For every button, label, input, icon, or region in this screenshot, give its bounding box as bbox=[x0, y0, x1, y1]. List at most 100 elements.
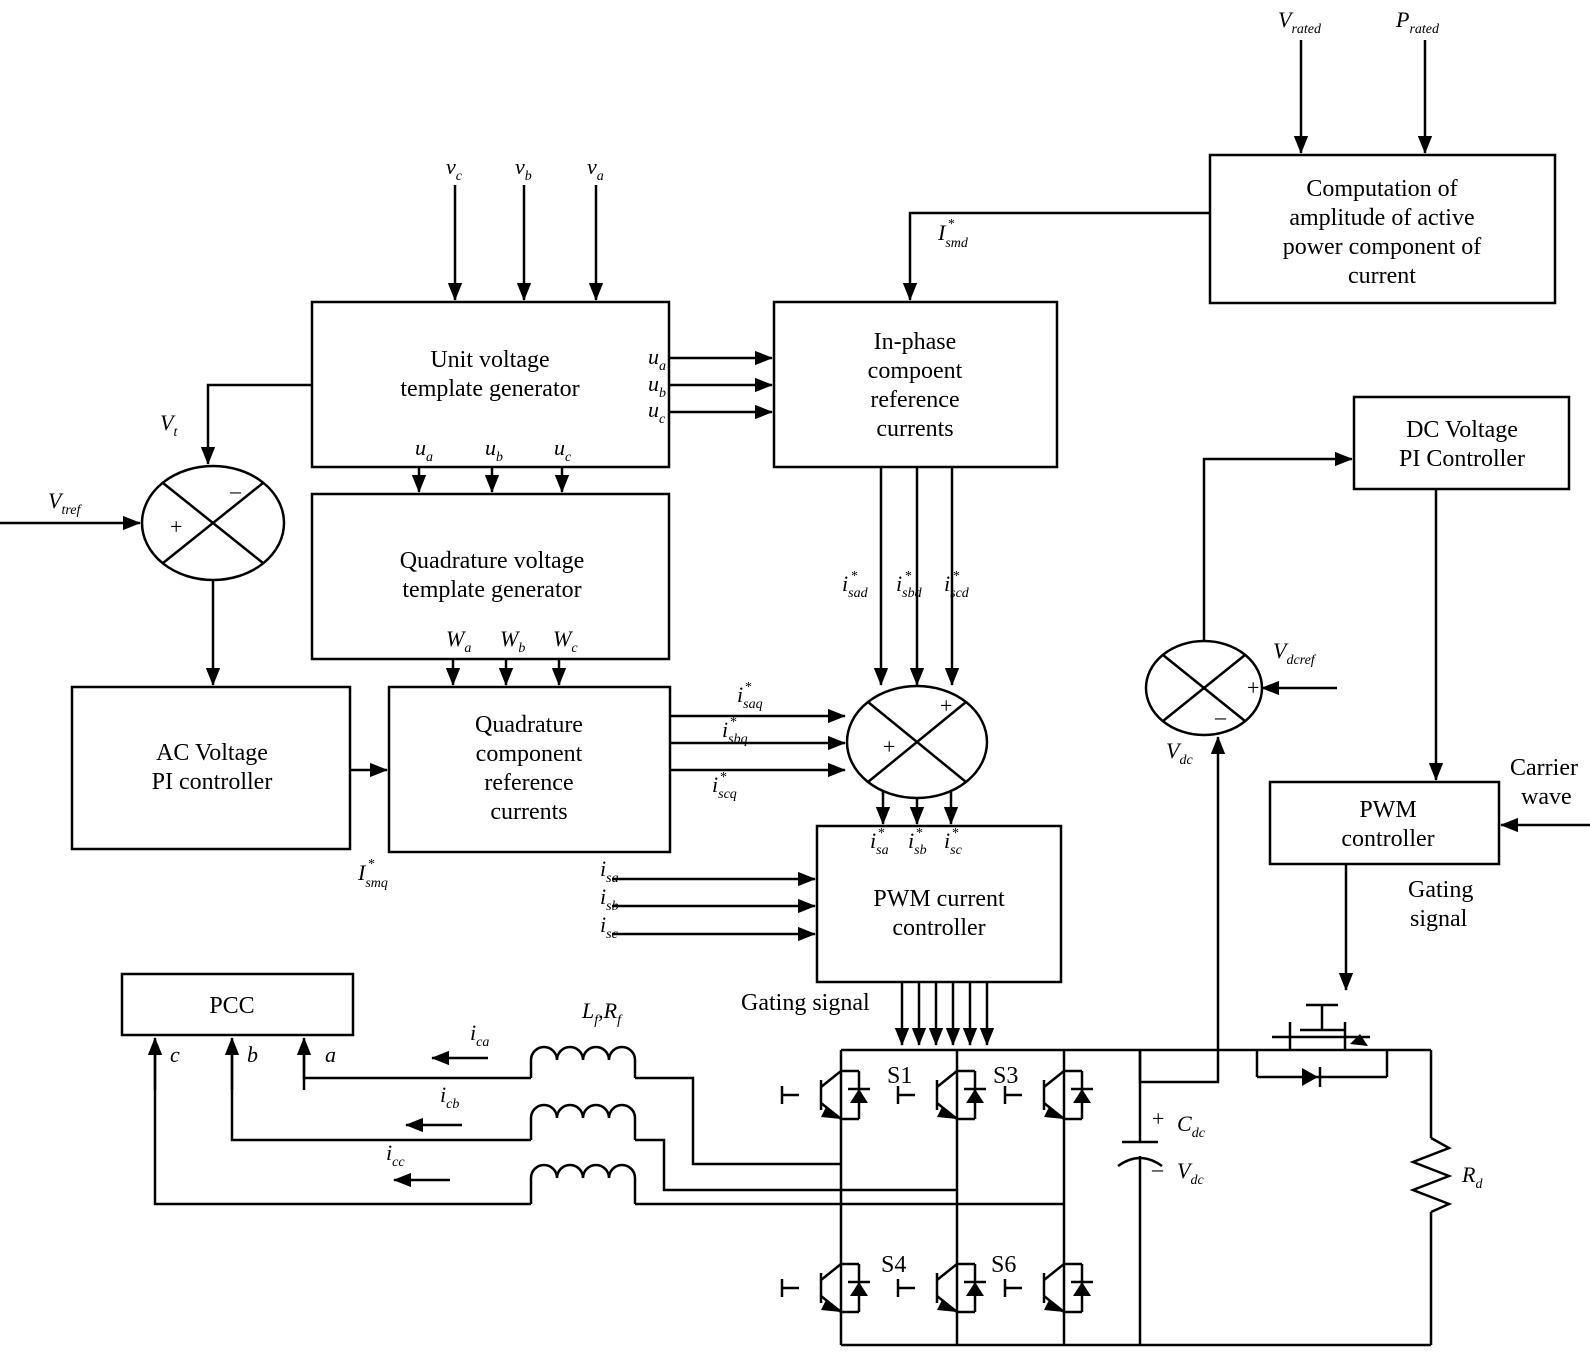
sum1-minus-sign: – bbox=[229, 478, 242, 503]
signal-label-i-smq: Ismq* bbox=[357, 857, 388, 891]
ac-filter-and-lines bbox=[147, 1037, 1064, 1206]
dc-voltage-pi-controller-block: DC Voltage PI Controller bbox=[1352, 395, 1571, 491]
signal-label-i-sc: isc bbox=[600, 912, 619, 942]
svg-text:vb: vb bbox=[515, 154, 532, 184]
quadrature-component-reference-currents-block: Quadrature component reference currents bbox=[387, 685, 672, 854]
signal-label-i-sb: isb bbox=[600, 884, 619, 914]
igbt-switch-5 bbox=[896, 1262, 986, 1314]
switch-s1-label: S1 bbox=[887, 1063, 912, 1089]
svg-text:Ismq: Ismq bbox=[357, 860, 388, 891]
signal-label-v-c: vc bbox=[446, 154, 463, 184]
quadrature-voltage-line-1: Quadrature voltage bbox=[400, 548, 585, 574]
svg-text:ub: ub bbox=[485, 435, 503, 465]
svg-text:*: * bbox=[948, 217, 955, 232]
signal-label-i-cb: icb bbox=[440, 1082, 459, 1112]
svg-text:Prated: Prated bbox=[1395, 7, 1440, 37]
phase-c-label: c bbox=[170, 1042, 180, 1067]
computation-line-2: amplitude of active bbox=[1289, 205, 1474, 231]
switch-s4-label: S4 bbox=[881, 1252, 906, 1278]
signal-label-i-sbq: isbq* bbox=[722, 715, 748, 747]
svg-text:isad: isad bbox=[842, 571, 869, 601]
svg-text:ica: ica bbox=[470, 1020, 489, 1050]
signal-label-i-saq: isaq* bbox=[737, 680, 763, 712]
quadrature-component-line-3: reference bbox=[484, 770, 573, 796]
signal-label-i-sad: isad* bbox=[842, 569, 869, 601]
svg-text:isa: isa bbox=[870, 828, 889, 858]
sum3-plus-sign: + bbox=[1247, 675, 1259, 700]
svg-text:ua: ua bbox=[648, 344, 666, 374]
igbt-switch-1 bbox=[780, 1069, 870, 1121]
svg-text:*: * bbox=[720, 770, 727, 785]
svg-text:Ismd: Ismd bbox=[937, 220, 969, 251]
svg-text:vc: vc bbox=[446, 154, 463, 184]
svg-text:Vtref: Vtref bbox=[48, 488, 82, 518]
computation-amplitude-block: Computation of amplitude of active power… bbox=[1208, 153, 1557, 305]
signal-label-i-ca: ica bbox=[470, 1020, 489, 1050]
ac-voltage-summing-junction: + – bbox=[140, 464, 286, 582]
signal-label-u-b-down: ub bbox=[485, 435, 503, 465]
pwm-controller-line-2: controller bbox=[1341, 826, 1434, 852]
pcc-label: PCC bbox=[209, 993, 254, 1019]
igbt-switch-6 bbox=[1003, 1262, 1093, 1314]
signal-label-c-dc: Cdc bbox=[1177, 1111, 1206, 1141]
signal-label-v-a: va bbox=[587, 154, 604, 184]
svg-text:isb: isb bbox=[600, 884, 619, 914]
igbt-switch-4 bbox=[780, 1262, 870, 1314]
dc-voltage-summing-junction: + – bbox=[1144, 639, 1264, 737]
in-phase-line-4: currents bbox=[876, 416, 953, 442]
dc-pi-line-2: PI Controller bbox=[1399, 446, 1525, 472]
unit-voltage-line-1: Unit voltage bbox=[430, 347, 549, 373]
in-phase-line-3: reference bbox=[870, 387, 959, 413]
inverter-bridge bbox=[839, 1050, 1066, 1345]
signal-label-i-sa-ref: isa* bbox=[870, 826, 889, 858]
signal-label-i-sb-ref: isb* bbox=[908, 826, 927, 858]
signal-label-r-d: Rd bbox=[1461, 1162, 1483, 1192]
computation-line-1: Computation of bbox=[1306, 176, 1457, 202]
svg-text:Rd: Rd bbox=[1461, 1162, 1483, 1192]
svg-text:Vdc: Vdc bbox=[1177, 1158, 1204, 1188]
svg-text:iscd: iscd bbox=[944, 571, 970, 601]
unit-voltage-template-generator-block: Unit voltage template generator bbox=[310, 300, 671, 469]
svg-text:*: * bbox=[878, 826, 885, 841]
carrier-wave-line-2: wave bbox=[1521, 784, 1572, 810]
signal-label-u-c-down: uc bbox=[554, 435, 572, 465]
svg-text:isc: isc bbox=[944, 828, 963, 858]
svg-text:ub: ub bbox=[648, 371, 666, 401]
pwm-current-line-1: PWM current bbox=[873, 886, 1005, 912]
signal-label-w-a: Wa bbox=[446, 626, 471, 656]
sum3-minus-sign: – bbox=[1214, 704, 1227, 729]
svg-text:*: * bbox=[730, 715, 737, 730]
chopper-igbt bbox=[1255, 1003, 1389, 1087]
igbt-switches bbox=[780, 1069, 1093, 1314]
signal-label-i-cc: icc bbox=[386, 1140, 405, 1170]
gating-signal-right-line-2: signal bbox=[1410, 906, 1468, 932]
in-phase-line-1: In-phase bbox=[874, 329, 957, 355]
signal-label-p-rated: Prated bbox=[1395, 7, 1440, 37]
gating-signal-left-label: Gating signal bbox=[741, 990, 870, 1016]
signal-label-v-b: vb bbox=[515, 154, 532, 184]
carrier-wave-line-1: Carrier bbox=[1510, 755, 1578, 781]
computation-line-4: current bbox=[1348, 263, 1416, 289]
svg-text:uc: uc bbox=[554, 435, 572, 465]
filter-label: Lf,Rf bbox=[581, 998, 623, 1028]
signal-label-i-sbd: isbd* bbox=[896, 569, 923, 601]
signal-label-v-t: Vt bbox=[160, 410, 178, 440]
svg-text:Vdcref: Vdcref bbox=[1273, 638, 1317, 668]
capacitor-minus-label: – bbox=[1151, 1156, 1164, 1181]
quadrature-voltage-template-generator-block: Quadrature voltage template generator bbox=[310, 492, 671, 661]
svg-text:isb: isb bbox=[908, 828, 927, 858]
svg-text:*: * bbox=[953, 569, 960, 584]
signal-label-w-b: Wb bbox=[500, 626, 525, 656]
phase-b-label: b bbox=[247, 1042, 258, 1067]
svg-text:*: * bbox=[851, 569, 858, 584]
svg-text:Lf,Rf: Lf,Rf bbox=[581, 998, 623, 1028]
phase-a-label: a bbox=[325, 1042, 336, 1067]
svg-text:Wa: Wa bbox=[446, 626, 471, 656]
ac-pi-line-1: AC Voltage bbox=[156, 740, 268, 766]
dc-link-capacitor bbox=[1117, 1050, 1163, 1345]
switch-s3-label: S3 bbox=[993, 1063, 1018, 1089]
capacitor-plus-label: + bbox=[1152, 1106, 1164, 1131]
signal-label-i-smd: Ismd* bbox=[937, 217, 969, 251]
svg-text:*: * bbox=[916, 826, 923, 841]
